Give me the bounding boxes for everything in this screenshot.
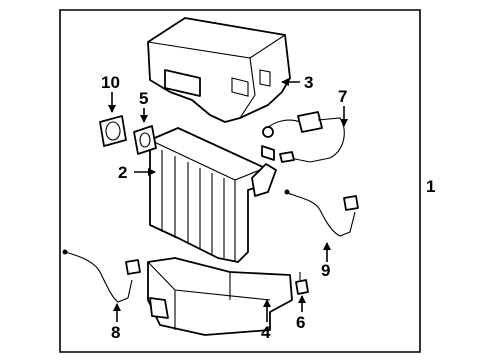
seal-part <box>133 125 157 155</box>
expansion-valve-part <box>262 111 345 163</box>
callout-1: 1 <box>426 177 435 196</box>
callout-9: 9 <box>321 261 330 280</box>
upper-case-part <box>147 17 291 123</box>
callout-5: 5 <box>139 89 148 108</box>
sensor-harness-part <box>284 189 359 237</box>
leader-lines <box>108 78 348 322</box>
callout-8: 8 <box>111 323 120 342</box>
callout-2: 2 <box>118 163 127 182</box>
thermistor-harness-part <box>62 249 141 303</box>
clip-part <box>295 272 309 295</box>
lower-case-part <box>147 257 293 336</box>
callout-3: 3 <box>304 73 313 92</box>
evaporator-core-part <box>149 127 277 263</box>
callout-4: 4 <box>261 323 271 342</box>
grommet-part <box>99 115 127 147</box>
callout-10: 10 <box>101 73 120 92</box>
assembly-bracket <box>59 9 421 353</box>
callout-6: 6 <box>296 313 305 332</box>
callout-7: 7 <box>338 87 347 106</box>
